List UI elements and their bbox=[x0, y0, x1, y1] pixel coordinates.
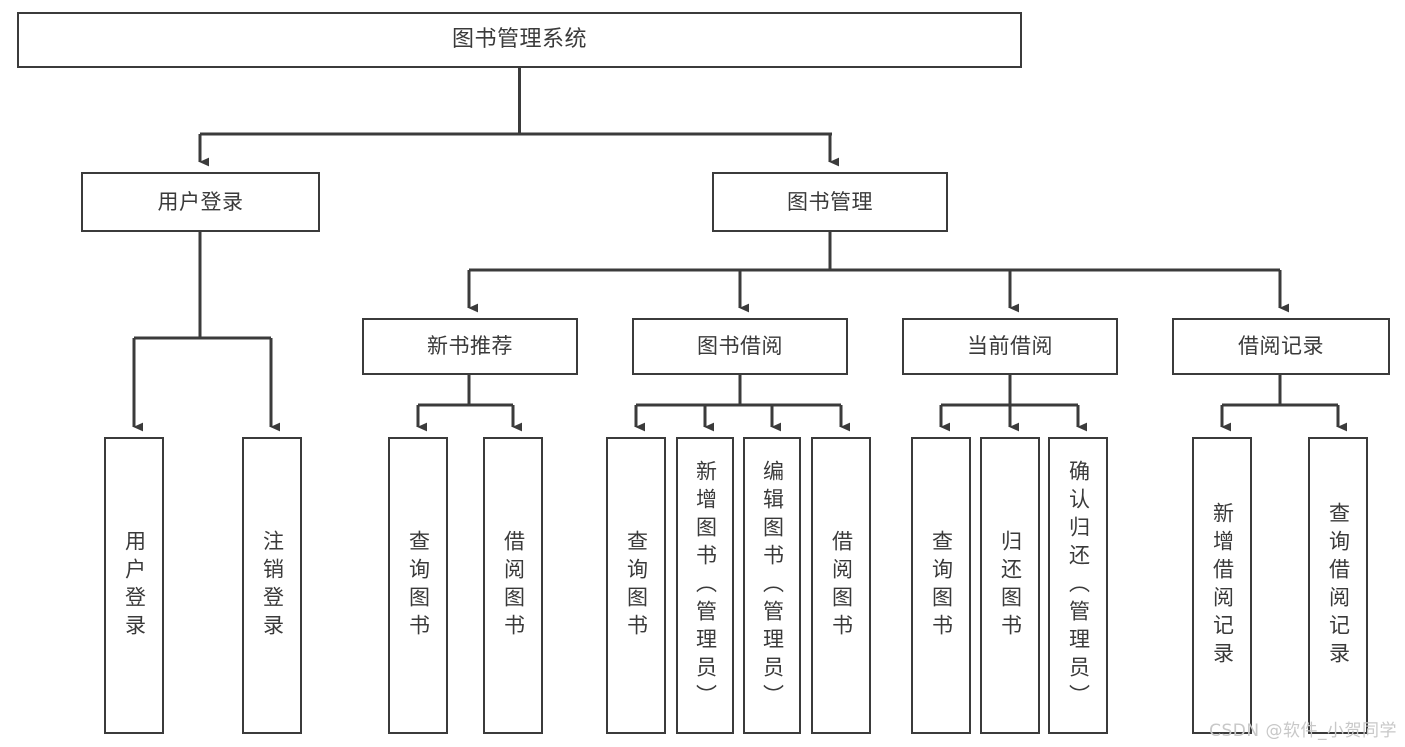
leaf-borrow-borrow-book[interactable]: 借阅图书 bbox=[811, 437, 871, 734]
node-user-login[interactable]: 用户登录 bbox=[81, 172, 320, 232]
node-label: 查询图书 bbox=[624, 529, 649, 642]
leaf-current-confirm-return-admin[interactable]: 确认归还（管理员） bbox=[1048, 437, 1108, 734]
leaf-record-query-record[interactable]: 查询借阅记录 bbox=[1308, 437, 1368, 734]
node-book-borrow[interactable]: 图书借阅 bbox=[632, 318, 848, 375]
node-label: 借阅图书 bbox=[829, 529, 854, 642]
node-label: 新增图书（管理员） bbox=[693, 459, 718, 712]
node-label: 查询图书 bbox=[929, 529, 954, 642]
node-label: 图书管理 bbox=[787, 189, 873, 214]
leaf-new-book-query[interactable]: 查询图书 bbox=[388, 437, 448, 734]
leaf-borrow-query-book[interactable]: 查询图书 bbox=[606, 437, 666, 734]
leaf-user-login-logout[interactable]: 注销登录 bbox=[242, 437, 302, 734]
node-borrow-record[interactable]: 借阅记录 bbox=[1172, 318, 1390, 375]
node-label: 当前借阅 bbox=[967, 334, 1053, 359]
node-label: 借阅图书 bbox=[501, 529, 526, 642]
leaf-borrow-edit-book-admin[interactable]: 编辑图书（管理员） bbox=[743, 437, 801, 734]
node-label: 归还图书 bbox=[998, 529, 1023, 642]
node-label: 用户登录 bbox=[157, 189, 244, 214]
node-label: 借阅记录 bbox=[1238, 334, 1324, 359]
watermark-text: CSDN @软件_小贺同学 bbox=[1209, 721, 1397, 741]
leaf-current-query-book[interactable]: 查询图书 bbox=[911, 437, 971, 734]
node-label: 查询借阅记录 bbox=[1326, 501, 1351, 670]
node-label: 注销登录 bbox=[260, 529, 285, 642]
node-label: 新书推荐 bbox=[427, 334, 513, 359]
leaf-new-book-borrow[interactable]: 借阅图书 bbox=[483, 437, 543, 734]
leaf-borrow-add-book-admin[interactable]: 新增图书（管理员） bbox=[676, 437, 734, 734]
node-label: 编辑图书（管理员） bbox=[760, 459, 785, 712]
node-label: 新增借阅记录 bbox=[1210, 501, 1235, 670]
node-book-management[interactable]: 图书管理 bbox=[712, 172, 948, 232]
node-label: 图书借阅 bbox=[697, 334, 783, 359]
leaf-record-add-record[interactable]: 新增借阅记录 bbox=[1192, 437, 1252, 734]
node-label: 用户登录 bbox=[122, 529, 147, 642]
node-current-borrow[interactable]: 当前借阅 bbox=[902, 318, 1118, 375]
node-root-system[interactable]: 图书管理系统 bbox=[17, 12, 1022, 68]
leaf-user-login-login[interactable]: 用户登录 bbox=[104, 437, 164, 734]
node-label: 查询图书 bbox=[406, 529, 431, 642]
node-new-book-recommend[interactable]: 新书推荐 bbox=[362, 318, 578, 375]
node-label: 确认归还（管理员） bbox=[1066, 459, 1091, 712]
leaf-current-return-book[interactable]: 归还图书 bbox=[980, 437, 1040, 734]
node-label: 图书管理系统 bbox=[451, 27, 587, 53]
